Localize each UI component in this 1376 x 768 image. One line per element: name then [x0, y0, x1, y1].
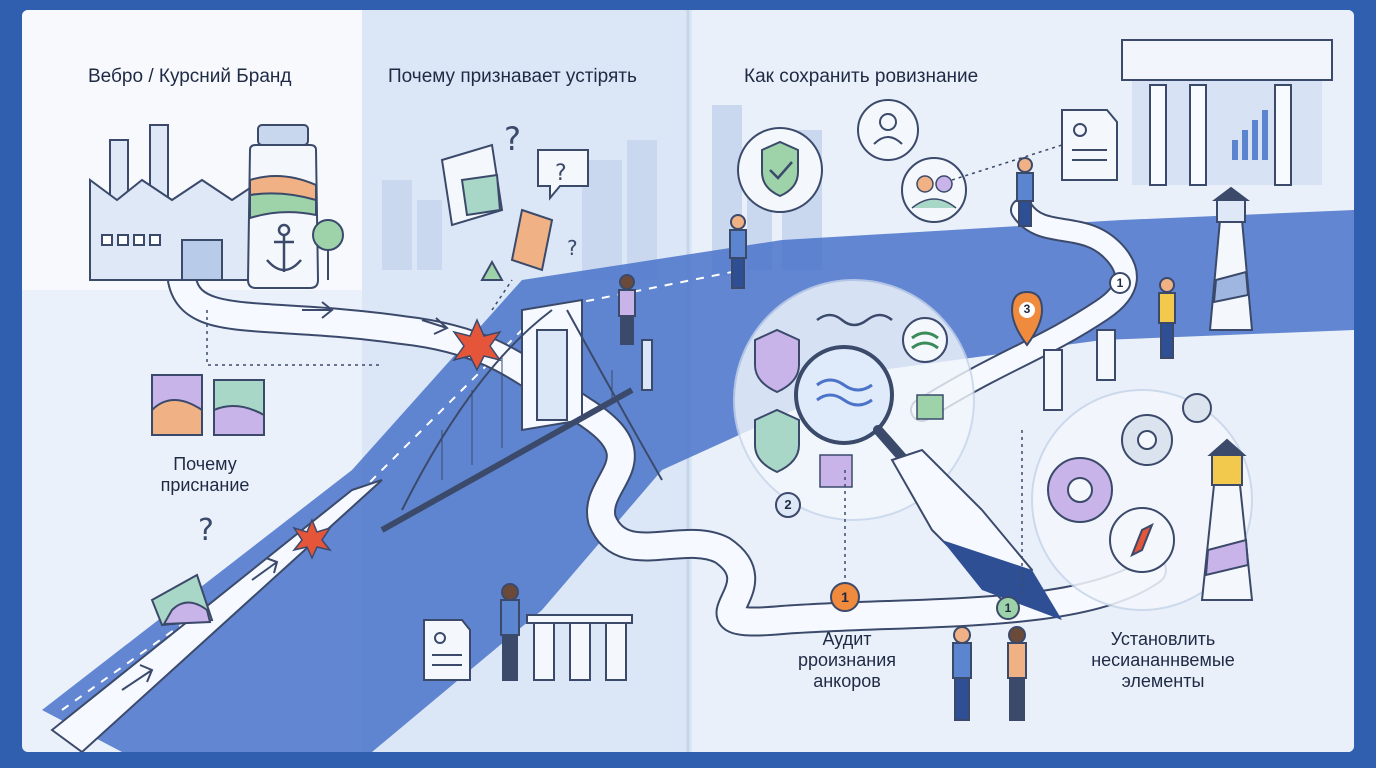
step-marker-3-text: 3 [1023, 302, 1031, 316]
heading-right: Как сохранить ровизнание [744, 66, 979, 87]
broken-image-icon [150, 573, 214, 627]
column-icon [1121, 39, 1333, 186]
speech-question-icon: ? [537, 149, 589, 201]
audit-label: Аудит pроизнания анкоров [797, 629, 897, 691]
wave-icon [816, 313, 893, 327]
step-marker-1-top [1109, 272, 1131, 294]
factory-icon [89, 124, 263, 281]
question-icon: ? ? ? [198, 120, 578, 548]
illustration: ? ? ? ? [22, 10, 1354, 752]
document-icon [1061, 109, 1118, 181]
svg-text:?: ? [555, 161, 567, 186]
tree-icon [312, 219, 344, 280]
location-pin-icon [1010, 290, 1044, 347]
connector-lines [206, 144, 1063, 596]
bar-chart-icon [1232, 110, 1268, 160]
user-icon [857, 99, 919, 161]
road-arrows [121, 301, 449, 691]
svg-text:?: ? [198, 513, 214, 548]
person-icon [1158, 277, 1176, 359]
column-icon [526, 614, 633, 681]
lighthouse-icon [1200, 438, 1254, 601]
install-label: Установлить несиананнвемые элементы [1091, 629, 1235, 691]
book-spread: ? ? ? ? [22, 10, 1354, 752]
broken-image-icon [440, 143, 554, 272]
person-icon [618, 274, 636, 345]
step-marker-1-top-text: 1 [1116, 276, 1124, 290]
svg-text:?: ? [567, 236, 578, 260]
person-icon [729, 214, 747, 289]
person-icon [1016, 157, 1034, 227]
heading-middle: Почему признавает устірять [388, 66, 637, 87]
gear-icon [1047, 393, 1212, 523]
burst-icon [292, 318, 502, 560]
heading-left: Вебро / Курсний Бранд [88, 66, 292, 87]
magnifier-icon [794, 345, 927, 485]
jar-icon [246, 124, 320, 289]
step-marker-1-install [996, 596, 1020, 620]
broken-image-icon [151, 374, 265, 436]
document-icon [423, 619, 471, 681]
road [169, 267, 1165, 635]
step-marker-2 [775, 492, 801, 518]
shield-icon [754, 328, 800, 474]
install-circle [1031, 389, 1253, 611]
square-tile [819, 454, 853, 488]
why-label: Почему приснание [160, 454, 250, 495]
anchor-icon [266, 223, 302, 272]
shield-check-icon [737, 127, 823, 213]
person-icon [500, 583, 520, 681]
group-icon [901, 157, 967, 223]
compass-icon [1109, 507, 1175, 573]
step-marker-1-install-text: 1 [1004, 601, 1012, 615]
bridge-icon [380, 298, 663, 533]
triangle-shape [480, 259, 504, 281]
lighthouse-icon [1208, 186, 1254, 331]
person-icon [952, 626, 1027, 721]
square-tile [916, 394, 944, 420]
leaf-badge-icon [902, 317, 948, 363]
sleeve-icon [942, 540, 1062, 620]
river-flow-line [61, 269, 743, 711]
step-marker-2-text: 2 [784, 497, 792, 512]
step-marker-1-audit-text: 1 [841, 589, 849, 605]
svg-text:?: ? [504, 120, 521, 158]
column-icon [1043, 329, 1116, 411]
